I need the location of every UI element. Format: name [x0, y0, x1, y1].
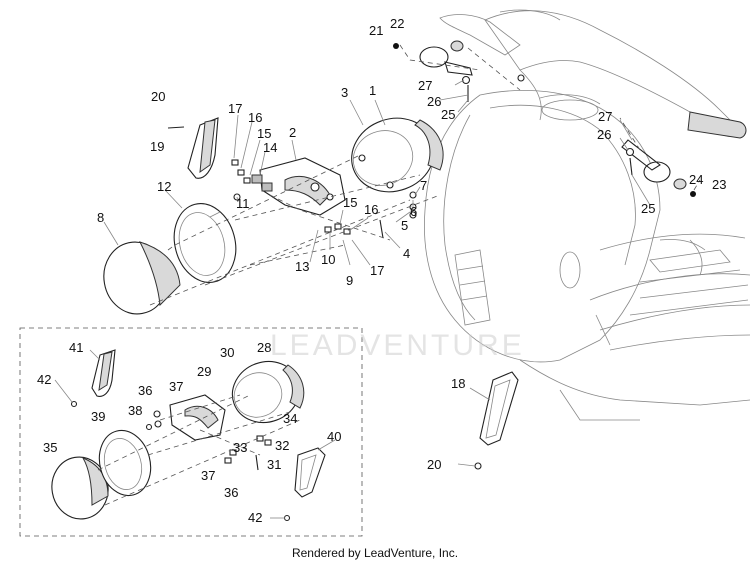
front-turn-signal-19	[167, 117, 219, 179]
turn-signal-right-upper	[621, 139, 696, 197]
callout-42b: 42	[248, 510, 262, 525]
callout-27b: 27	[598, 109, 612, 124]
callout-3: 3	[341, 85, 348, 100]
callout-16b: 16	[364, 202, 378, 217]
callout-41: 41	[69, 340, 83, 355]
scooter-body	[424, 9, 750, 421]
callout-13: 13	[295, 259, 309, 274]
callout-21: 21	[369, 23, 383, 38]
callout-36: 36	[138, 383, 152, 398]
callout-1: 1	[369, 83, 376, 98]
callout-28: 28	[257, 340, 271, 355]
callout-labels: 1 2 3 4 5 6 7 8 9 10 11 12 13 14 15 15 1…	[37, 16, 726, 525]
callout-22: 22	[390, 16, 404, 31]
callout-25b: 25	[641, 201, 655, 216]
callout-4: 4	[403, 246, 410, 261]
callout-8: 8	[97, 210, 104, 225]
callout-30: 30	[220, 345, 234, 360]
inset-parts	[51, 349, 326, 522]
callout-18: 18	[451, 376, 465, 391]
callout-26: 26	[427, 94, 441, 109]
callout-16: 16	[248, 110, 262, 125]
callout-36b: 36	[224, 485, 238, 500]
callout-23: 23	[712, 177, 726, 192]
callout-9: 9	[346, 273, 353, 288]
callout-38: 38	[128, 403, 142, 418]
callout-24: 24	[689, 172, 703, 187]
callout-2: 2	[289, 125, 296, 140]
callout-11: 11	[236, 196, 250, 211]
headlamp-housing	[351, 117, 444, 193]
footer-credit: Rendered by LeadVenture, Inc.	[291, 546, 459, 560]
callout-15b: 15	[343, 195, 357, 210]
callout-39: 39	[91, 409, 105, 424]
hardware-upper	[231, 159, 417, 239]
callout-20b: 20	[427, 457, 441, 472]
callout-25: 25	[441, 107, 455, 122]
callout-5: 5	[401, 218, 408, 233]
callout-33: 33	[233, 440, 247, 455]
headlamp-lens	[103, 241, 181, 315]
callout-31: 31	[267, 457, 281, 472]
callout-42: 42	[37, 372, 51, 387]
callout-35: 35	[43, 440, 57, 455]
headlamp-bracket	[259, 157, 346, 216]
callout-26b: 26	[597, 127, 611, 142]
callout-19: 19	[150, 139, 164, 154]
callout-37: 37	[169, 379, 183, 394]
callout-37b: 37	[201, 468, 215, 483]
callout-7: 7	[420, 178, 427, 193]
callout-20: 20	[151, 89, 165, 104]
turn-signal-left-upper	[393, 40, 525, 102]
callout-27: 27	[418, 78, 432, 93]
callout-12: 12	[157, 179, 171, 194]
leader-lines	[54, 79, 651, 519]
callout-14: 14	[263, 140, 277, 155]
callout-32: 32	[275, 438, 289, 453]
callout-40: 40	[327, 429, 341, 444]
inset-box	[19, 327, 363, 537]
callout-29: 29	[197, 364, 211, 379]
callout-6: 6	[410, 204, 417, 219]
callout-34: 34	[283, 411, 297, 426]
callout-15: 15	[257, 126, 271, 141]
callout-10: 10	[321, 252, 335, 267]
dashed-guides-upper	[149, 44, 701, 306]
callout-17: 17	[228, 101, 242, 116]
side-reflector-18	[474, 371, 519, 470]
watermark: LEADVENTURE	[270, 329, 525, 362]
callout-17b: 17	[370, 263, 384, 278]
dashed-guides-inset	[97, 394, 301, 506]
